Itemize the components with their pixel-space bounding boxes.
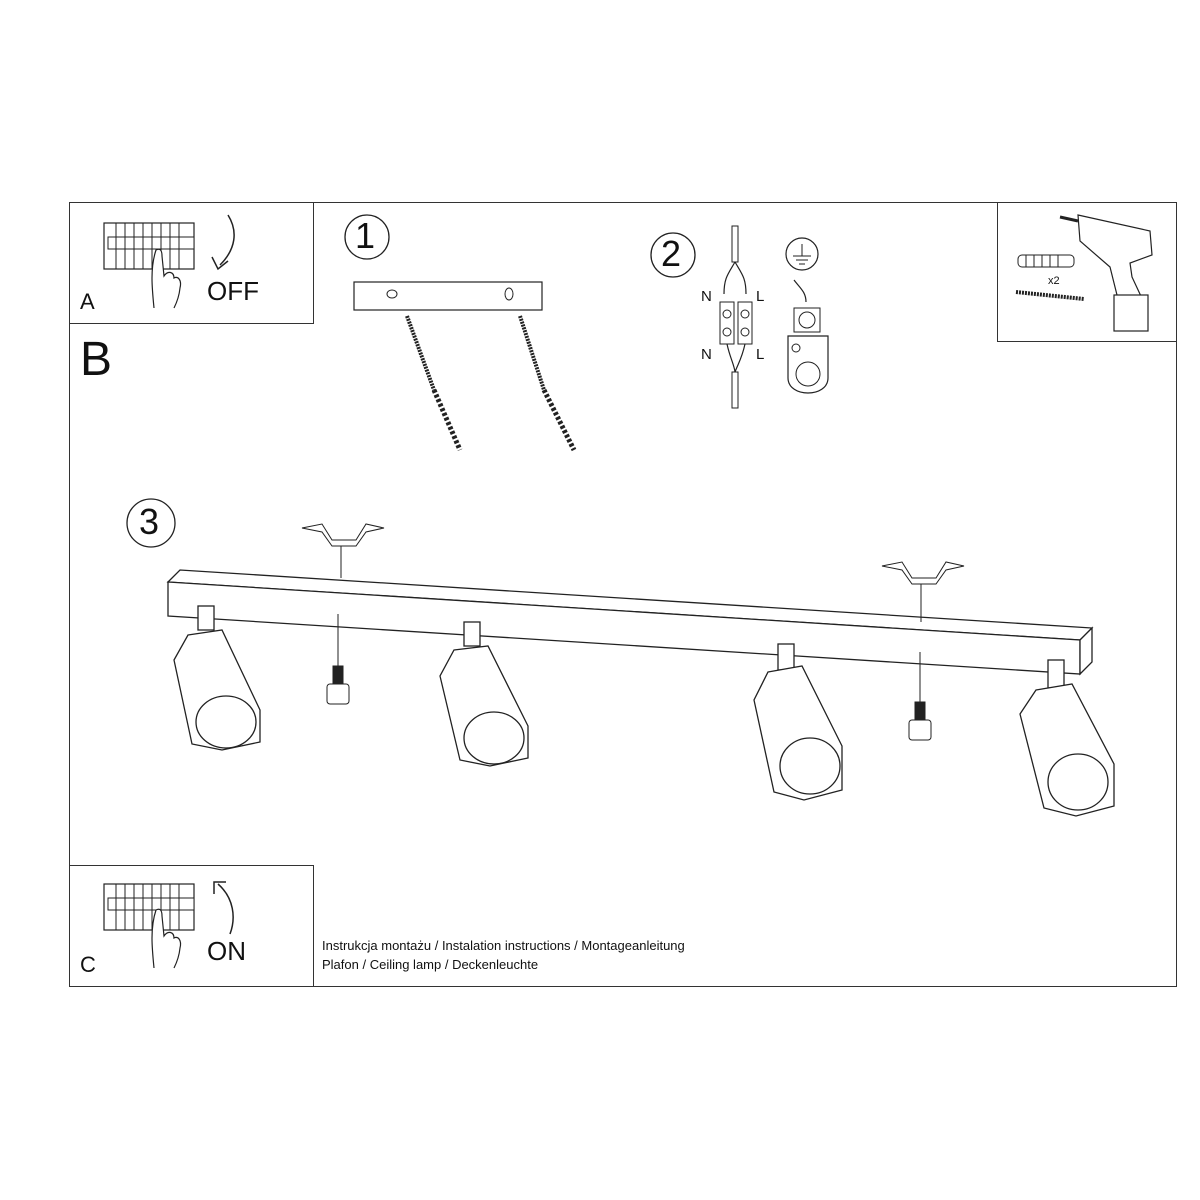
spotlight-2 [439,621,529,767]
instruction-frame [69,202,1177,987]
spotlight-4 [1019,659,1115,817]
step-3-number: 3 [139,501,160,542]
neutral-bottom-label: N [701,346,712,363]
terminal-block-icon [719,225,753,409]
ceiling-lamp-assembly [166,523,1115,817]
bolt-left [326,614,350,705]
quantity-label: x2 [1048,275,1060,287]
live-bottom-label: L [756,346,765,363]
live-top-label: L [756,288,765,305]
step-1-badge [344,214,390,260]
panel-c-power-on: C ON [69,865,314,987]
ground-terminal-icon [787,279,829,394]
arrow-up-icon [213,881,234,935]
hand-icon [151,248,182,309]
mounting-bracket-left [301,523,385,578]
ground-symbol-icon [785,237,819,271]
screw-icon [1015,290,1085,301]
neutral-top-label: N [701,288,712,305]
anchor-screw-right [518,315,577,452]
panel-b-label: B [80,333,113,386]
drill-icon [1059,214,1153,332]
mounting-bracket-right [881,561,965,622]
panel-a-power-off: A OFF [69,202,314,324]
circuit-breaker-icon [103,883,195,931]
step-2-number: 2 [661,233,682,274]
caption: Instrukcja montażu / Instalation instruc… [322,936,685,974]
bolt-right [908,652,932,741]
step-2-badge [650,232,696,278]
panel-a-label: A [80,289,95,314]
caption-product: Plafon / Ceiling lamp / Deckenleuchte [322,957,539,972]
off-label: OFF [207,276,259,306]
anchor-screw-left [405,315,463,451]
caption-title: Instrukcja montażu / Instalation instruc… [322,938,685,953]
spotlight-3 [753,643,843,801]
mounting-plate-icon [353,281,577,452]
wall-plug-icon [1017,254,1075,268]
step-3-badge [126,498,176,548]
step-1-number: 1 [355,215,376,256]
panel-c-label: C [80,952,96,977]
hand-icon [151,908,182,969]
circuit-breaker-icon [103,222,195,270]
on-label: ON [207,936,246,966]
spotlight-1 [173,605,261,751]
arrow-down-icon [211,214,235,271]
tools-panel: x2 [997,202,1177,342]
